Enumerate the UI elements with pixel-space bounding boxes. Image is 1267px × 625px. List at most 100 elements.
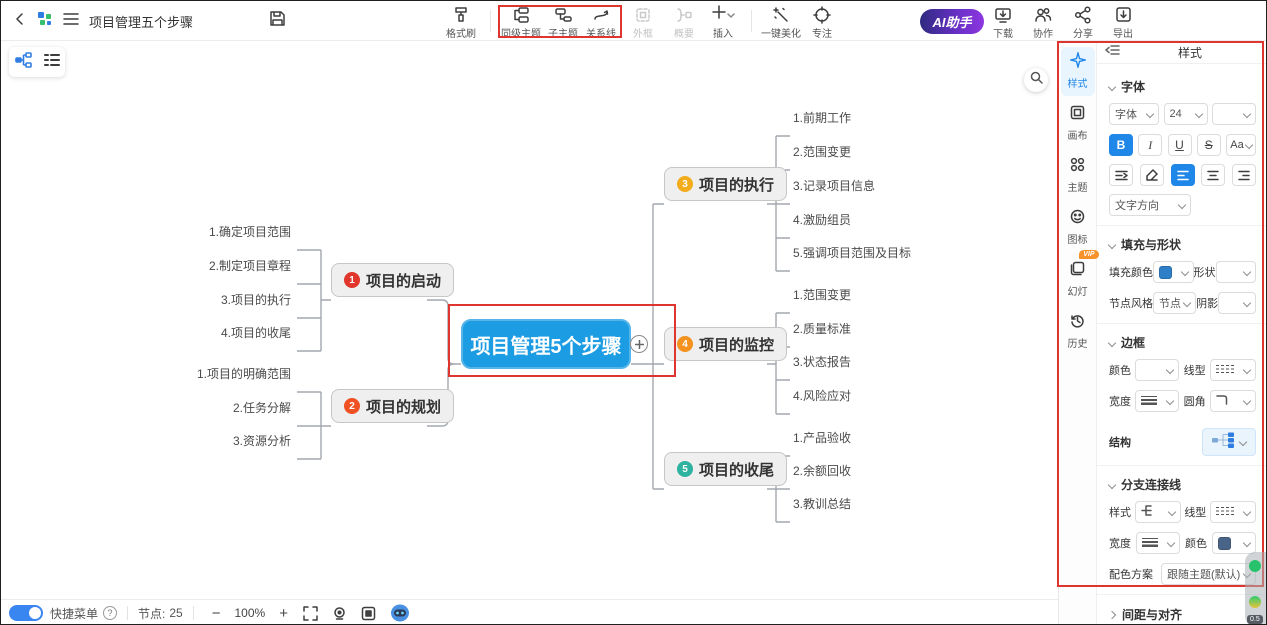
zoom-level[interactable]: 100% [234, 606, 266, 620]
child-node[interactable]: 2.制定项目章程 [208, 259, 291, 273]
panel-tab-theme[interactable]: 主题 [1061, 152, 1095, 200]
relation-line-button[interactable]: 关系线 [579, 5, 623, 40]
format-painter-button[interactable]: 格式刷 [439, 5, 483, 40]
shadow-select[interactable] [1218, 292, 1256, 314]
back-icon[interactable] [13, 12, 27, 31]
child-node[interactable]: 4.激励组员 [793, 213, 852, 227]
node-style-select[interactable]: 节点 [1153, 292, 1197, 314]
fit-screen-icon[interactable] [303, 605, 318, 621]
branch-linetype-select[interactable] [1209, 501, 1256, 523]
branch-node-1[interactable]: 1 项目的启动 [331, 263, 455, 297]
sub-topic-button[interactable]: 子主题 [541, 5, 585, 40]
structure-select[interactable] [1202, 428, 1256, 456]
child-node[interactable]: 4.项目的收尾 [220, 326, 291, 340]
text-case-button[interactable]: Aa [1226, 134, 1256, 156]
child-node[interactable]: 1.范围变更 [793, 288, 852, 302]
strikethrough-button[interactable]: S [1196, 134, 1221, 156]
document-title[interactable]: 项目管理五个步骤 [89, 14, 194, 30]
search-button[interactable] [1024, 68, 1048, 92]
quick-menu-toggle[interactable] [9, 605, 43, 621]
toolbar-divider [490, 10, 491, 32]
help-icon[interactable]: ? [103, 606, 118, 620]
border-width-select[interactable] [1135, 390, 1180, 412]
sibling-topic-icon [512, 5, 530, 24]
align-center-button[interactable] [1201, 164, 1226, 186]
minimap-icon[interactable] [361, 606, 376, 621]
branch-node-5[interactable]: 5 项目的收尾 [664, 452, 788, 486]
branch-node-3[interactable]: 3 项目的执行 [664, 167, 788, 201]
child-node[interactable]: 5.强调项目范围及目标 [793, 246, 912, 260]
assistant-robot-icon[interactable] [390, 604, 410, 622]
focus-button[interactable]: 专注 [800, 5, 844, 40]
branch-width-select[interactable] [1136, 532, 1180, 554]
border-color-select[interactable] [1135, 359, 1180, 381]
panel-tab-history[interactable]: 历史 [1061, 308, 1095, 356]
root-node[interactable]: 项目管理5个步骤 [461, 319, 631, 369]
font-family-select[interactable]: 字体 [1109, 103, 1159, 125]
outer-frame-button[interactable]: 外框 [621, 5, 665, 40]
font-color-select[interactable] [1212, 103, 1256, 125]
export-button[interactable]: 导出 [1101, 5, 1145, 40]
child-node[interactable]: 3.资源分析 [232, 434, 291, 448]
align-right-button[interactable] [1232, 164, 1256, 186]
section-spacing-align[interactable]: 间距与对齐 [1107, 595, 1256, 624]
child-node[interactable]: 2.质量标准 [793, 322, 852, 336]
menu-icon[interactable] [63, 12, 79, 31]
child-node[interactable]: 3.记录项目信息 [793, 179, 876, 193]
section-border[interactable]: 边框 [1107, 334, 1256, 351]
child-node[interactable]: 1.项目的明确范围 [196, 367, 291, 381]
outline-mode-icon[interactable] [43, 53, 60, 72]
collaborate-button[interactable]: 协作 [1021, 5, 1065, 40]
child-node[interactable]: 3.项目的执行 [220, 293, 291, 307]
highlight-button[interactable] [1139, 164, 1164, 186]
collapse-panel-icon[interactable] [1105, 43, 1120, 61]
panel-tab-style[interactable]: 样式 [1060, 47, 1095, 96]
branch-node-2[interactable]: 2 项目的规划 [331, 389, 455, 423]
fill-color-select[interactable] [1153, 261, 1194, 283]
border-radius-select[interactable] [1209, 390, 1256, 412]
beautify-button[interactable]: 一键美化 [759, 5, 803, 40]
font-size-select[interactable]: 24 [1163, 103, 1208, 125]
insert-button[interactable]: 插入 [701, 5, 745, 40]
zoom-out-button[interactable]: − [211, 604, 221, 622]
indent-button[interactable] [1109, 164, 1133, 186]
branch-node-4[interactable]: 4 项目的监控 [664, 327, 788, 361]
panel-tab-slides[interactable]: VIP 幻灯 [1061, 250, 1099, 304]
align-left-button[interactable] [1170, 164, 1195, 186]
ai-assistant-button[interactable]: AI助手 [920, 9, 984, 34]
floating-widget[interactable]: 0.5 [1245, 552, 1266, 624]
child-node[interactable]: 2.范围变更 [793, 145, 852, 159]
child-node[interactable]: 3.状态报告 [793, 355, 852, 369]
share-button[interactable]: 分享 [1061, 5, 1105, 40]
sibling-topic-button[interactable]: 同级主题 [499, 5, 543, 40]
child-node[interactable]: 1.产品验收 [793, 431, 852, 445]
text-direction-select[interactable]: 文字方向 [1109, 194, 1191, 216]
save-icon[interactable] [269, 10, 286, 32]
mindmap-mode-icon[interactable] [14, 51, 33, 73]
app-logo[interactable] [37, 11, 53, 32]
italic-button[interactable]: I [1138, 134, 1163, 156]
section-fill-shape[interactable]: 填充与形状 [1107, 236, 1256, 253]
panel-tab-icon[interactable]: 图标 [1061, 204, 1095, 252]
child-node[interactable]: 1.前期工作 [793, 111, 852, 125]
underline-button[interactable]: U [1167, 134, 1192, 156]
child-node[interactable]: 1.确定项目范围 [208, 225, 291, 239]
summary-button[interactable]: 概要 [662, 5, 706, 40]
section-font[interactable]: 字体 [1107, 78, 1256, 95]
expand-node-button[interactable] [630, 335, 648, 353]
download-button[interactable]: 下载 [981, 5, 1025, 40]
color-scheme-select[interactable]: 跟随主题(默认) [1161, 563, 1256, 585]
bold-button[interactable]: B [1109, 134, 1133, 156]
locate-center-icon[interactable] [332, 606, 347, 621]
section-branch-line[interactable]: 分支连接线 [1107, 476, 1256, 493]
branch-style-select[interactable] [1134, 501, 1181, 523]
child-node[interactable]: 3.教训总结 [793, 497, 852, 511]
zoom-in-button[interactable]: + [279, 604, 288, 622]
child-node[interactable]: 4.风险应对 [793, 389, 852, 403]
branch-color-select[interactable] [1212, 532, 1256, 554]
child-node[interactable]: 2.余额回收 [793, 464, 852, 478]
panel-tab-canvas[interactable]: 画布 [1061, 100, 1095, 148]
shape-select[interactable] [1215, 261, 1256, 283]
border-linetype-select[interactable] [1209, 359, 1256, 381]
child-node[interactable]: 2.任务分解 [232, 401, 291, 415]
